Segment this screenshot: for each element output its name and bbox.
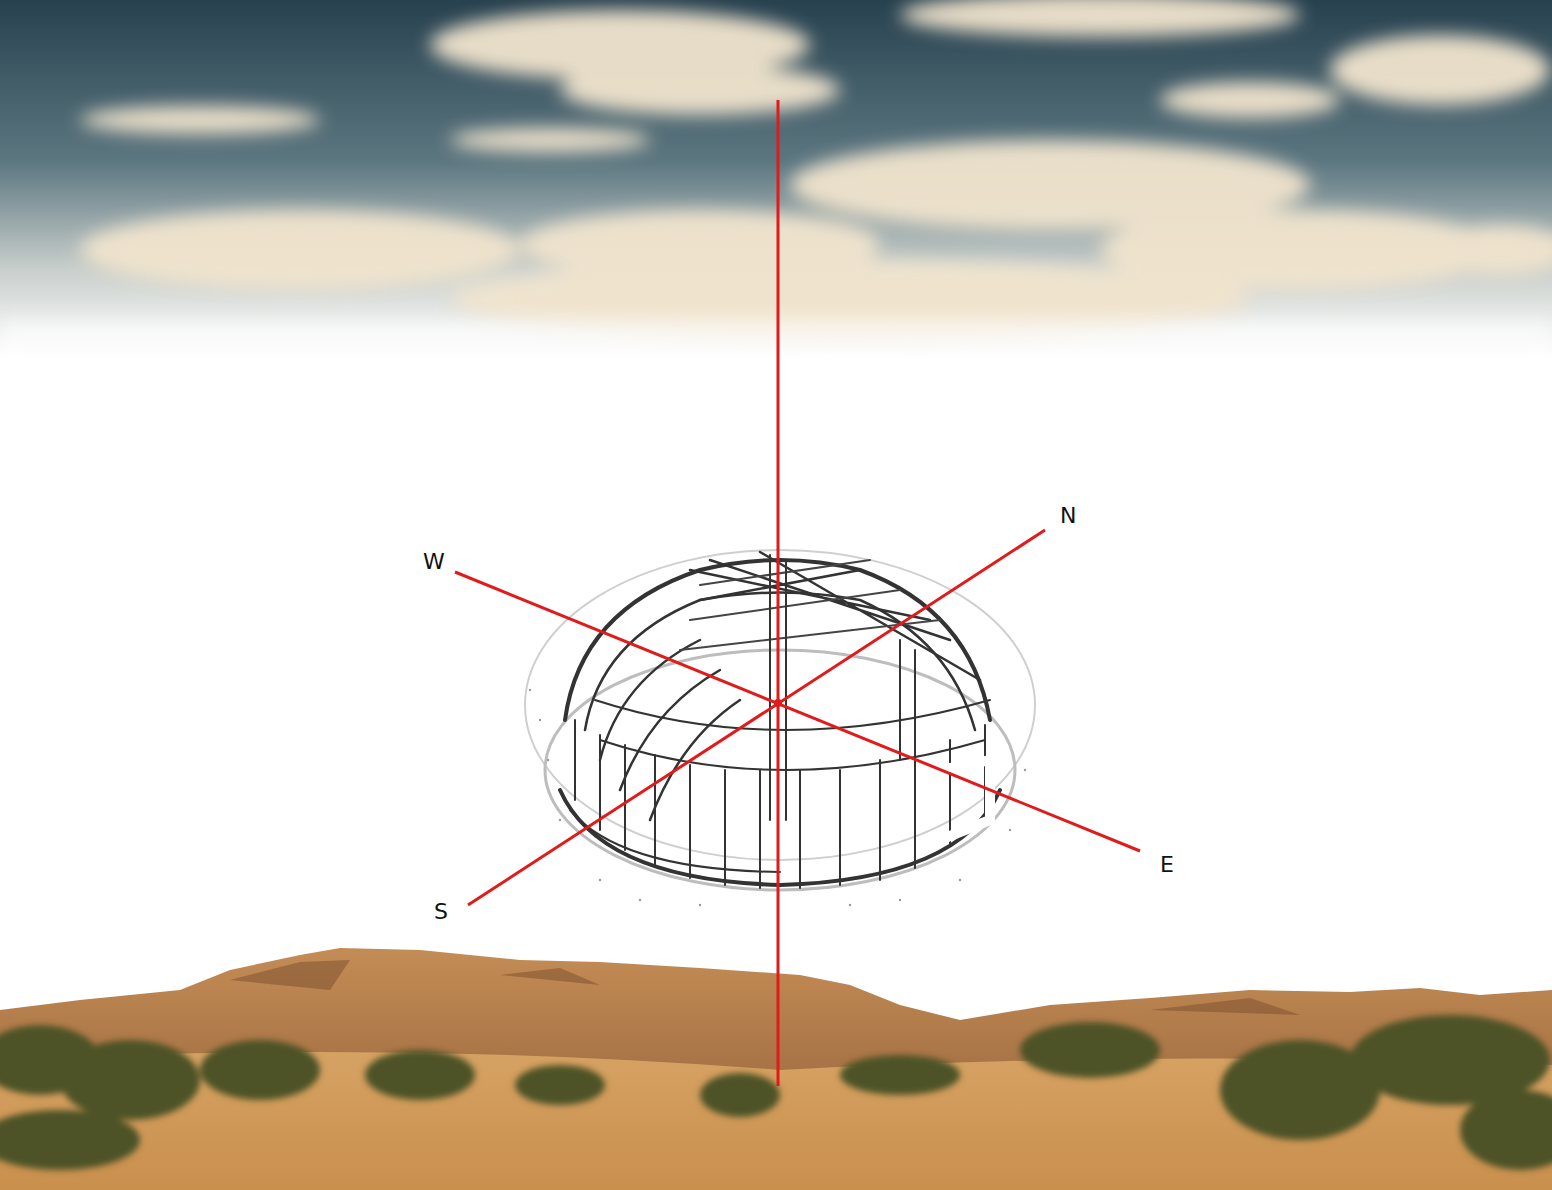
direction-label: W [423,551,445,573]
axis-lines [455,100,1140,1086]
direction-label: S [434,901,448,923]
direction-label: E [1160,854,1174,876]
direction-label: N [1060,505,1076,527]
